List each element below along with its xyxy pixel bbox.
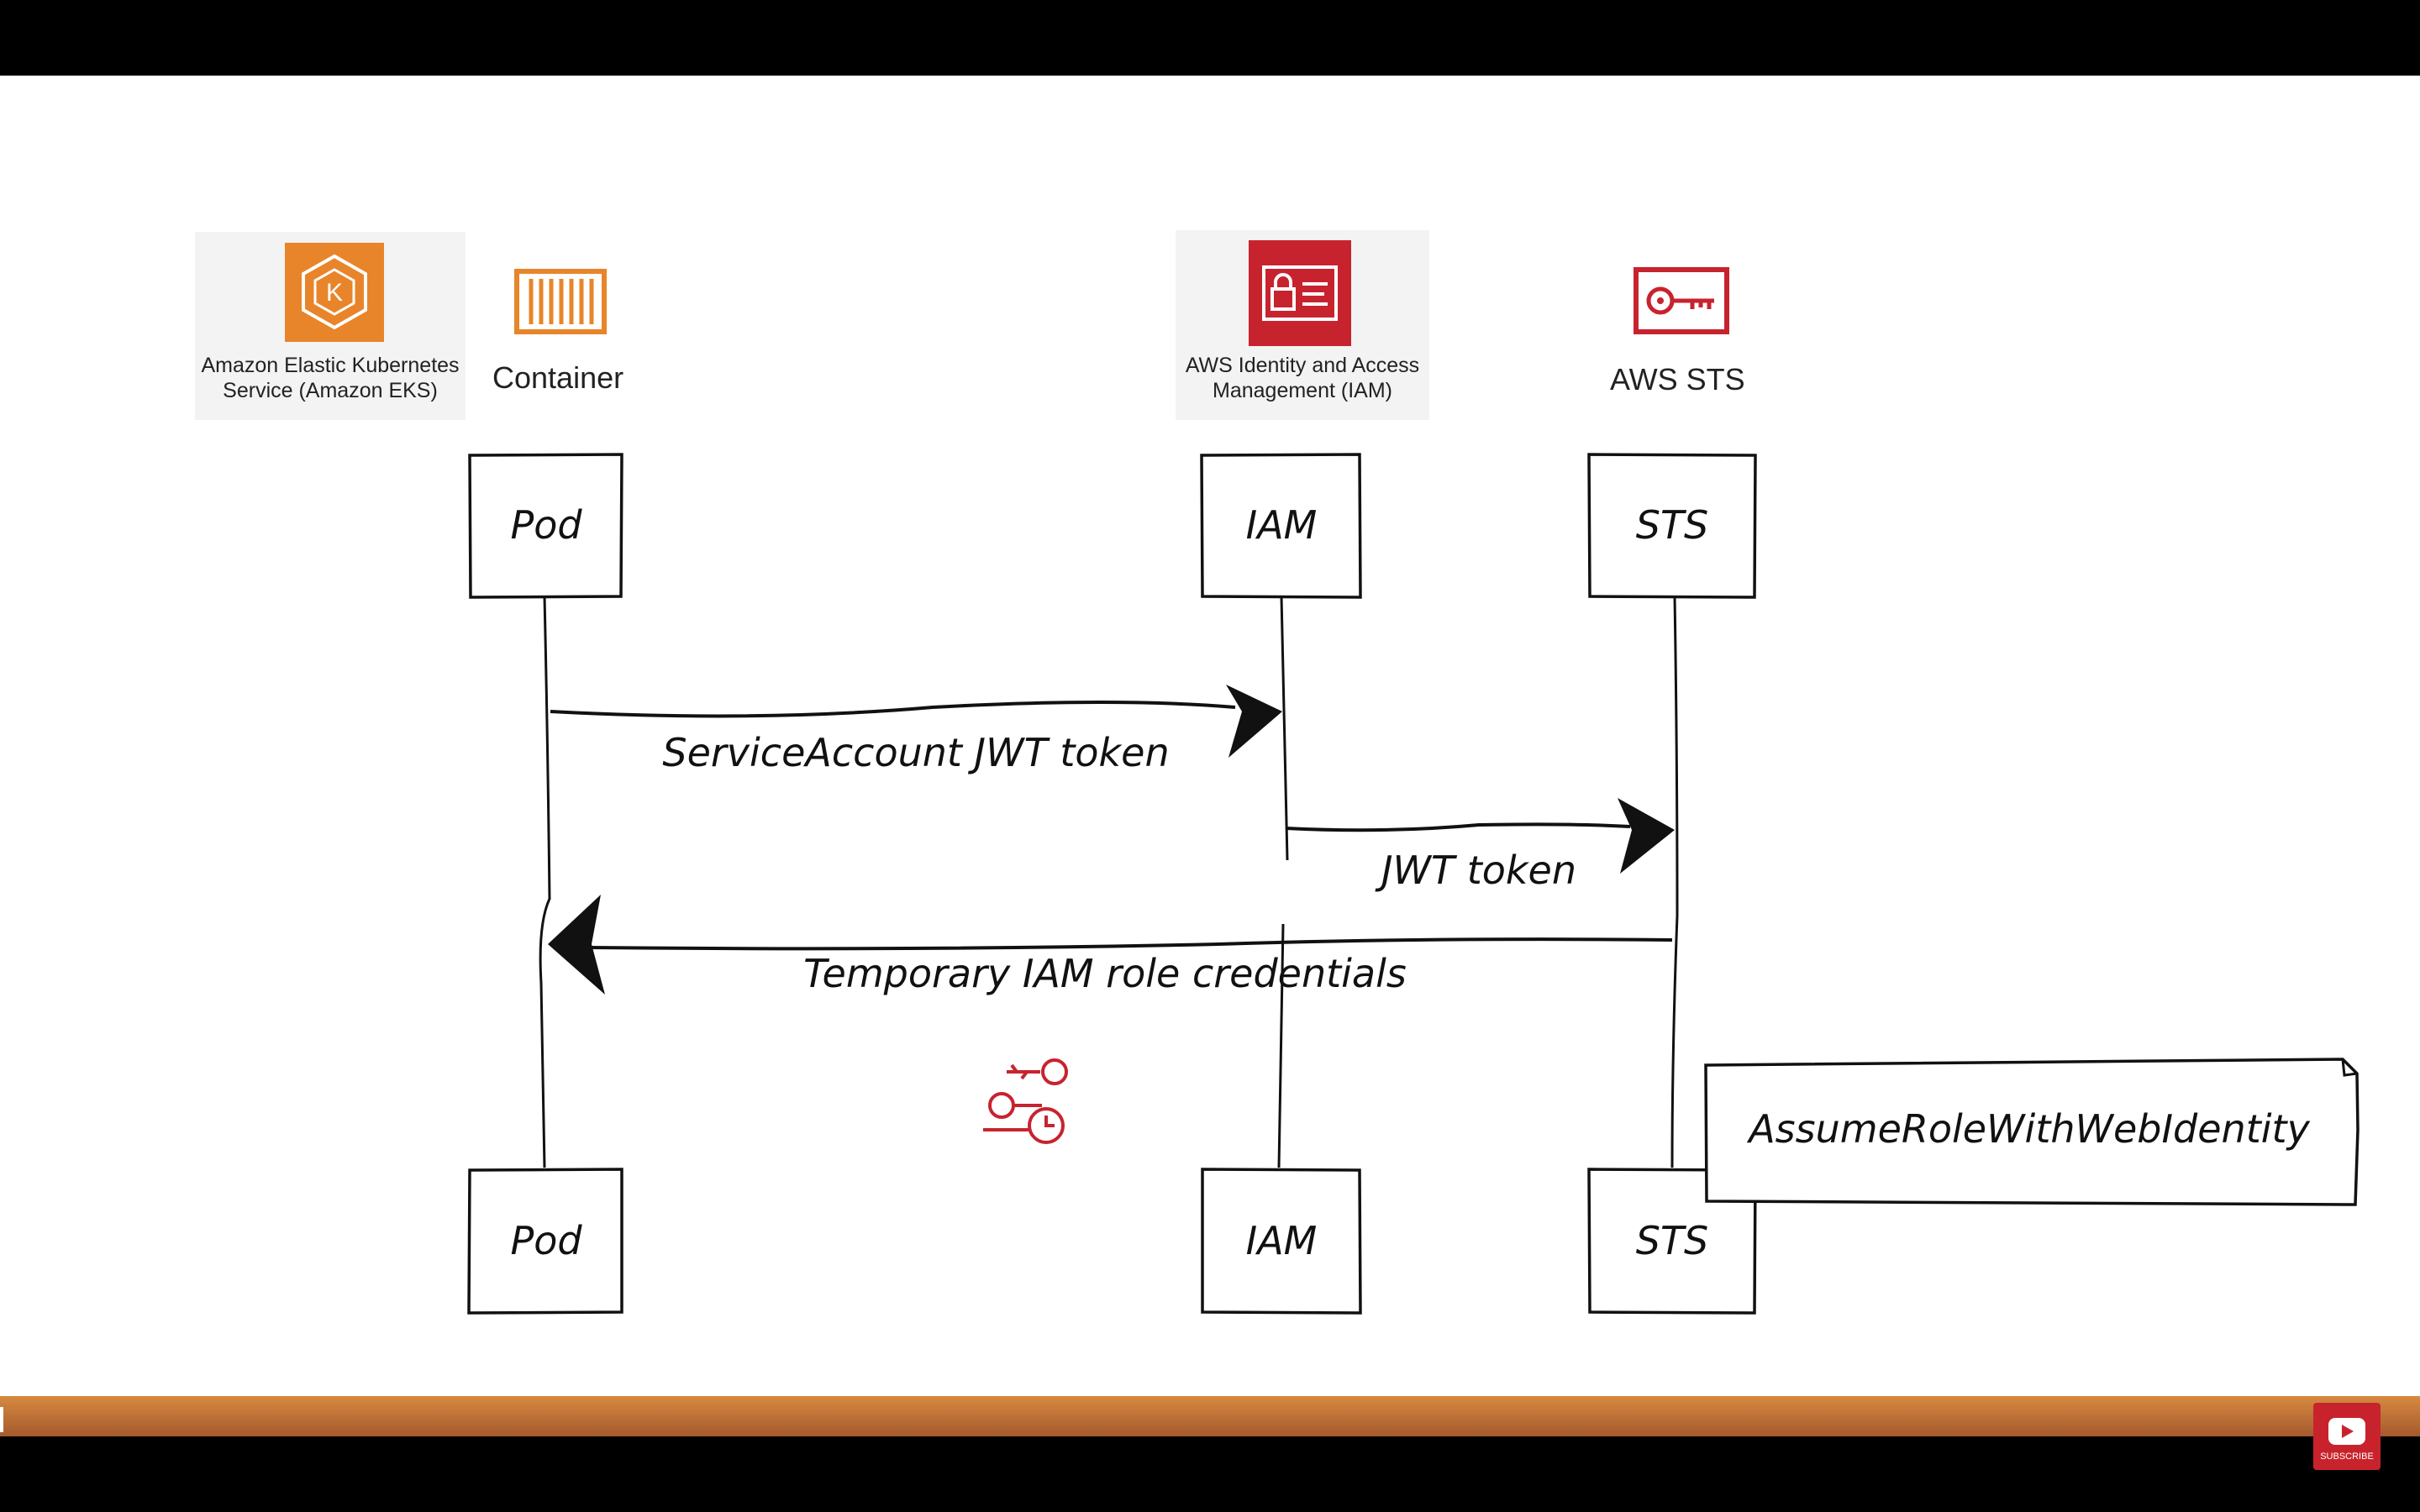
brand-stripe [0, 1396, 2420, 1436]
message-3-label: Temporary IAM role credentials [803, 951, 1407, 996]
sts-label: AWS STS [1610, 362, 1745, 396]
video-top-bar [0, 0, 2420, 76]
eks-icon: K [285, 243, 384, 342]
sts-label-bottom: STS [1636, 1218, 1709, 1263]
temporary-credentials-icon [983, 1058, 1068, 1144]
pod-box-bottom [467, 1168, 623, 1315]
message-2-arrow [1285, 822, 1631, 832]
note-label: AssumeRoleWithWebIdentity [1746, 1106, 2310, 1152]
video-bottom-bar [0, 1436, 2420, 1512]
subscribe-button[interactable]: SUBSCRIBE [2313, 1403, 2381, 1470]
eks-label-line1: Amazon Elastic Kubernetes [201, 354, 460, 377]
iam-icon [1249, 240, 1351, 346]
message-2-label: JWT token [1375, 848, 1576, 893]
pod-label-bottom: Pod [510, 1218, 582, 1263]
sts-box-top [1587, 453, 1757, 599]
sts-box-bottom [1587, 1168, 1757, 1315]
iam-box-top [1200, 453, 1362, 599]
iam-label-line2: Management (IAM) [1213, 379, 1392, 402]
pod-lifeline [539, 596, 551, 1168]
container-icon [514, 269, 607, 334]
iam-lifeline [1277, 596, 1289, 1168]
message-1-label: ServiceAccount JWT token [662, 730, 1169, 775]
pod-box-top [468, 453, 623, 599]
subscribe-label: SUBSCRIBE [2320, 1452, 2374, 1462]
message-1-arrow [550, 701, 1236, 718]
sequence-diagram: Pod IAM STS Pod IAM STS ServiceAccount J… [467, 453, 2360, 1315]
svg-text:K: K [326, 279, 343, 307]
message-3-arrow [587, 937, 1673, 951]
message-3-arrowhead [548, 895, 605, 995]
message-2-arrowhead [1618, 798, 1675, 874]
key-icon [1634, 267, 1729, 334]
sts-lifeline [1670, 596, 1679, 1168]
iam-label-line1: AWS Identity and Access [1185, 354, 1420, 377]
pod-label-top: Pod [510, 502, 582, 548]
play-triangle-icon [2342, 1425, 2354, 1438]
slide: K Amazon Elastic Kubernetes Service (Ama… [0, 76, 2420, 1396]
message-1-arrowhead [1226, 685, 1282, 758]
iam-label-top: IAM [1246, 502, 1318, 548]
sts-label-top: STS [1636, 502, 1709, 548]
eks-label-line2: Service (Amazon EKS) [223, 379, 438, 402]
container-label: Container [492, 360, 624, 395]
iam-box-bottom [1201, 1168, 1362, 1315]
player-edge-marker [0, 1407, 3, 1432]
iam-label-bottom: IAM [1246, 1218, 1318, 1263]
note-fold [2341, 1058, 2358, 1077]
